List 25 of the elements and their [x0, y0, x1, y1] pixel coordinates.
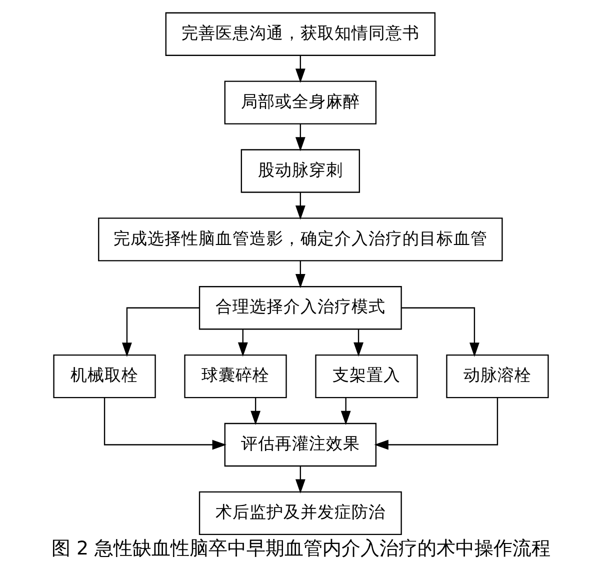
arrow — [294, 260, 305, 288]
arrow — [340, 398, 350, 426]
node-box: 完善医患沟通，获取知情同意书 — [164, 12, 436, 56]
node-box: 局部或全身麻醉 — [224, 80, 376, 124]
arrow — [237, 329, 248, 357]
arrow — [103, 398, 226, 450]
node-box: 动脉溶栓 — [446, 354, 548, 398]
arrow — [122, 307, 199, 357]
arrow — [250, 398, 260, 426]
node-box: 完成选择性脑血管造影，确定介入治疗的目标血管 — [98, 218, 502, 262]
node-box: 机械取栓 — [52, 354, 156, 398]
node-box: 股动脉穿刺 — [240, 149, 360, 193]
caption: 图 2 急性缺血性脑卒中早期血管内介入治疗的术中操作流程 — [51, 537, 550, 560]
arrow — [294, 55, 305, 83]
arrow — [374, 398, 498, 450]
arrow — [294, 192, 305, 220]
arrow — [294, 124, 305, 152]
node-box: 合理选择介入治疗模式 — [198, 286, 402, 330]
node-box: 球囊碎栓 — [184, 354, 286, 398]
node-box: 支架置入 — [314, 354, 418, 398]
arrow — [353, 329, 363, 357]
node-box: 术后监护及并发症防治 — [198, 491, 402, 536]
node-box: 评估再灌注效果 — [224, 422, 376, 467]
arrow — [401, 307, 479, 357]
arrow — [294, 466, 305, 494]
